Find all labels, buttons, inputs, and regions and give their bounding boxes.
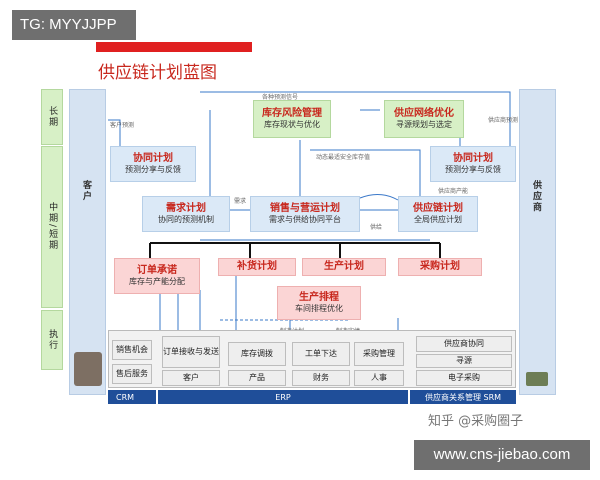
- exec-supplier-collab: 供应商协同: [416, 336, 512, 352]
- label-stock-levels: 动态最适安全库存值: [316, 154, 371, 161]
- exec-sales-opportunity: 销售机会: [112, 340, 152, 360]
- supplier-label: 供应商: [531, 180, 541, 213]
- node-collab-plan-left: 协同计划 预测分享与反馈: [110, 146, 196, 182]
- system-erp: ERP: [158, 390, 408, 404]
- exec-purchase-mgmt: 采购管理: [354, 342, 404, 366]
- exec-order-receive: 订单接收与发送: [162, 336, 220, 368]
- label-supply-arrow: 供给: [370, 224, 383, 231]
- supplier-column: 供应商: [519, 89, 556, 395]
- exec-sourcing: 寻源: [416, 354, 512, 368]
- exec-e-purchase: 电子采购: [416, 370, 512, 386]
- exec-customer: 客户: [162, 370, 220, 386]
- phase-mid-short-term: 中期/短期: [41, 146, 63, 308]
- node-supply-chain-plan: 供应链计划 全局供应计划: [398, 196, 478, 232]
- node-production-plan: 生产计划: [302, 258, 386, 276]
- node-collab-plan-right: 协同计划 预测分享与反馈: [430, 146, 516, 182]
- node-network-optimization: 供应网络优化 寻源规划与选定: [384, 100, 464, 138]
- system-crm: CRM: [108, 390, 156, 404]
- exec-finance: 财务: [292, 370, 350, 386]
- phase-execution: 执行: [41, 310, 63, 370]
- node-inventory-risk: 库存风险管理 库存现状与优化: [253, 100, 331, 138]
- supplier-truck-icon: [526, 372, 548, 386]
- exec-after-sales: 售后服务: [112, 364, 152, 384]
- watermark-url: www.cns-jiebao.com: [414, 440, 590, 470]
- customer-column: 客户: [69, 89, 106, 395]
- exec-hr: 人事: [354, 370, 404, 386]
- exec-product: 产品: [228, 370, 286, 386]
- exec-work-order: 工单下达: [292, 342, 350, 366]
- page-title: 供应链计划蓝图: [98, 63, 217, 83]
- watermark-zhihu: 知乎 @采购圈子: [428, 414, 524, 429]
- phase-long-term: 长期: [41, 89, 63, 145]
- node-sop: 销售与营运计划 需求与供给协同平台: [250, 196, 360, 232]
- system-srm: 供应商关系管理 SRM: [410, 390, 516, 404]
- label-forecast-signals: 各种预测信号: [262, 94, 299, 101]
- node-order-promise: 订单承诺 库存与产能分配: [114, 258, 200, 294]
- node-production-scheduling: 生产排程 车间排程优化: [277, 286, 361, 320]
- label-supplier-forecast: 供应商预测: [488, 117, 519, 124]
- node-demand-plan: 需求计划 协同的预测机制: [142, 196, 230, 232]
- title-accent-bar: [96, 42, 252, 52]
- label-customer-forecast: 客户预测: [110, 122, 135, 129]
- customer-photo: [74, 352, 102, 386]
- customer-label: 客户: [81, 180, 91, 202]
- label-demand-arrow: 需求: [234, 198, 247, 205]
- label-supplier-capacity: 供应商产能: [438, 188, 469, 195]
- watermark-tag: TG: MYYJJPP: [12, 10, 136, 40]
- node-replenishment-plan: 补货计划: [218, 258, 296, 276]
- exec-inventory-transfer: 库存调拨: [228, 342, 286, 366]
- node-purchase-plan: 采购计划: [398, 258, 482, 276]
